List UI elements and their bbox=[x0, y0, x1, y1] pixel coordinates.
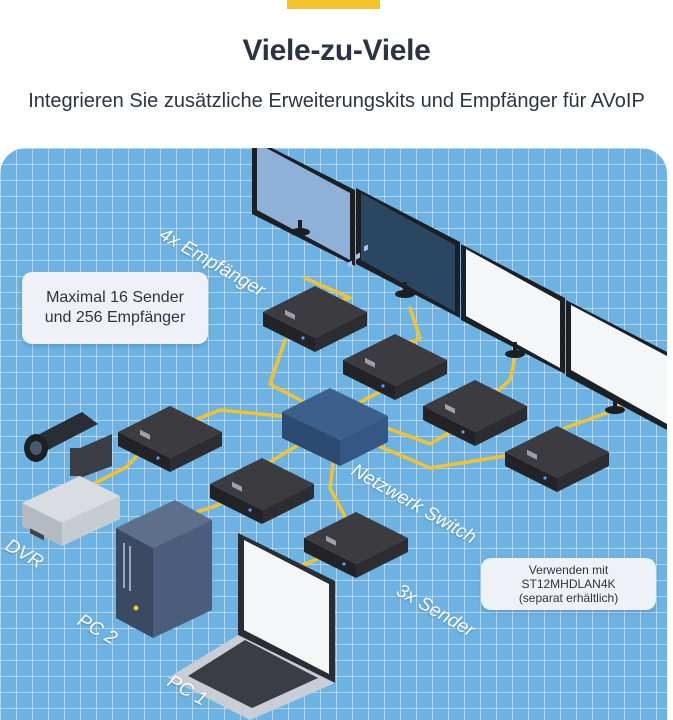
pc-tower-icon bbox=[116, 500, 212, 638]
extender-box-icon bbox=[304, 512, 408, 578]
laptop-icon bbox=[168, 533, 335, 720]
network-switch-icon bbox=[282, 244, 388, 466]
dvr-icon bbox=[22, 476, 120, 546]
compatibility-callout: Verwenden mit ST12MHDLAN4K (separat erhä… bbox=[481, 558, 656, 610]
extender-box-icon bbox=[505, 426, 609, 492]
cable-switch-recv4 bbox=[358, 436, 507, 470]
compat-line3: (separat erhältlich) bbox=[518, 591, 619, 605]
monitor-icon bbox=[356, 188, 460, 318]
network-diagram: Maximal 16 Sender und 256 Empfänger Verw… bbox=[0, 148, 667, 720]
monitor-icon bbox=[252, 148, 355, 266]
diagram-artwork bbox=[22, 148, 667, 720]
max-devices-line2: und 256 Empfänger bbox=[44, 309, 186, 326]
accent-bar bbox=[287, 0, 380, 9]
extender-box-icon bbox=[423, 380, 527, 446]
max-devices-line1: Maximal 16 Sender bbox=[46, 289, 184, 306]
page-subtitle: Integrieren Sie zusätzliche Erweiterungs… bbox=[28, 90, 645, 112]
extender-box-icon bbox=[343, 334, 447, 400]
max-devices-callout: Maximal 16 Sender und 256 Empfänger bbox=[22, 272, 208, 344]
page-title: Viele-zu-Viele bbox=[242, 34, 431, 67]
monitor-icon bbox=[566, 300, 667, 430]
extender-box-icon bbox=[263, 286, 367, 352]
compat-line1: Verwenden mit bbox=[528, 563, 609, 577]
compat-line2: ST12MHDLAN4K bbox=[521, 577, 616, 591]
extender-box-icon bbox=[210, 458, 314, 524]
monitor-icon bbox=[461, 244, 565, 374]
video-camera-icon bbox=[24, 412, 112, 478]
